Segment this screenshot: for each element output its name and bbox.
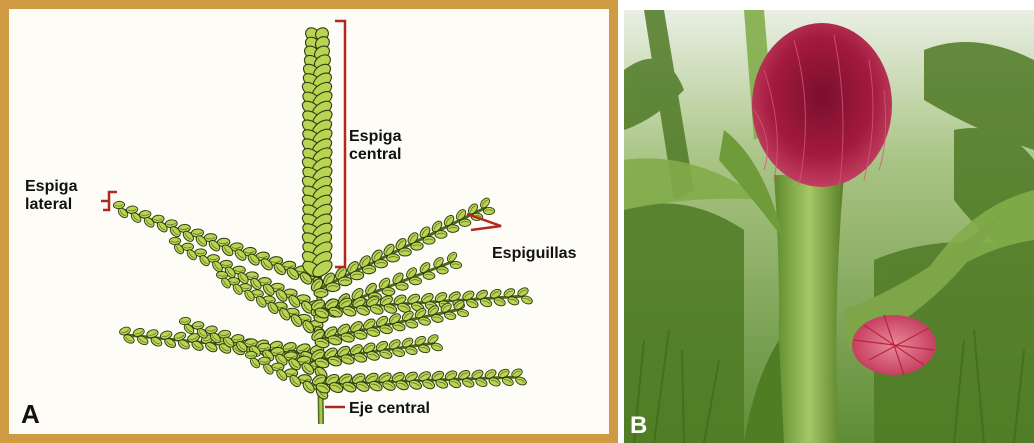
label-espiga-lateral-1: Espiga (25, 178, 78, 195)
panel-letter-b: B (630, 412, 647, 439)
panel-letter-a: A (21, 399, 40, 429)
label-espiguillas: Espiguillas (492, 245, 577, 262)
central-spike-bracket (335, 21, 345, 267)
panel-b-photo: B (624, 10, 1034, 443)
panel-a-illustration: Espiga central Espiga lateral Espiguilla… (9, 9, 609, 434)
tassel-diagram: Espiga central Espiga lateral Espiguilla… (9, 9, 609, 434)
label-espiga-lateral-2: lateral (25, 196, 72, 213)
maize-stalk (774, 175, 844, 443)
label-espiga-central-2: central (349, 146, 401, 163)
label-eje-central: Eje central (349, 400, 430, 417)
spikelets-pointer (467, 214, 501, 230)
label-espiga-central-1: Espiga (349, 128, 402, 145)
branch-right-6 (311, 367, 528, 395)
central-spike (300, 25, 335, 280)
maize-photo: B (624, 10, 1034, 443)
panel-a-frame: Espiga central Espiga lateral Espiguilla… (0, 0, 618, 443)
lower-ear-silks (852, 315, 936, 375)
